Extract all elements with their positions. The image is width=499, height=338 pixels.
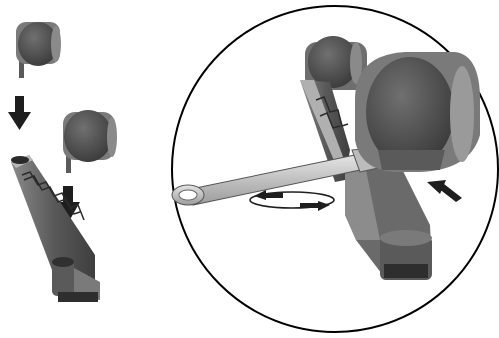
chair-base-arm-icon (300, 80, 432, 280)
caster-wheel-icon (355, 52, 480, 172)
caster-wheel-icon (16, 22, 61, 78)
chair-base-arm-icon (11, 155, 100, 302)
down-arrow-icon (8, 96, 31, 130)
left-panel-exploded-view (8, 22, 117, 302)
pointer-arrow-icon (427, 180, 462, 202)
right-panel-detail-view (171, 36, 480, 280)
caster-wheel-icon (63, 110, 117, 173)
rotate-arrows-icon (249, 190, 335, 211)
caster-wheel-icon (305, 36, 367, 90)
